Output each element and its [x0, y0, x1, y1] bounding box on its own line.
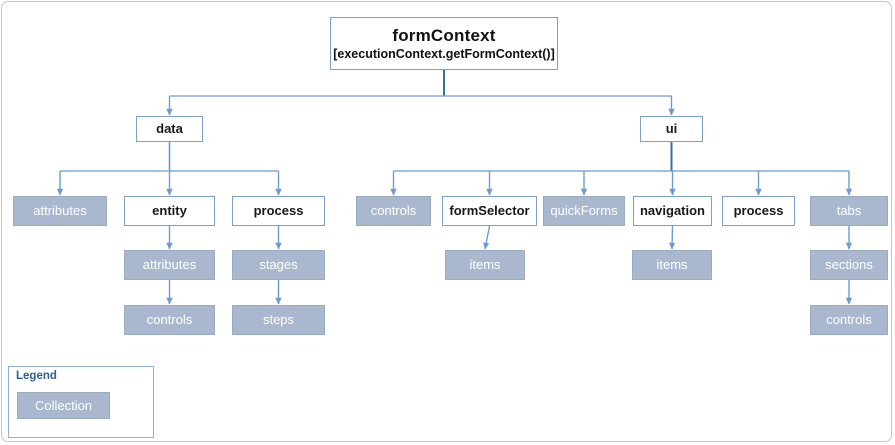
- legend-collection-swatch: Collection: [17, 392, 110, 419]
- connector-segment: [668, 225, 676, 250]
- node-sections-controls: controls: [810, 305, 888, 335]
- node-entity-attributes: attributes: [124, 250, 215, 280]
- connector-segment: [483, 225, 491, 250]
- node-data: data: [136, 116, 203, 142]
- node-formSelector-items: items: [445, 250, 525, 280]
- node-entity-controls: controls: [124, 305, 215, 335]
- node-root-subtitle: [executionContext.getFormContext()]: [333, 47, 555, 62]
- node-ui-tabs: tabs: [810, 196, 888, 226]
- node-ui-formSelector: formSelector: [442, 196, 537, 226]
- node-ui-process: process: [722, 196, 795, 226]
- node-root-title: formContext: [392, 25, 496, 45]
- node-process-steps: steps: [232, 305, 325, 335]
- node-formContext: formContext [executionContext.getFormCont…: [330, 17, 558, 70]
- node-ui-navigation: navigation: [633, 196, 712, 226]
- legend-title: Legend: [16, 370, 57, 382]
- node-navigation-items: items: [632, 250, 712, 280]
- node-process-stages: stages: [232, 250, 325, 280]
- node-ui-controls: controls: [356, 196, 431, 226]
- node-ui: ui: [640, 116, 703, 142]
- node-data-process: process: [232, 196, 325, 226]
- node-data-entity: entity: [124, 196, 215, 226]
- node-ui-quickForms: quickForms: [543, 196, 625, 226]
- node-data-attributes: attributes: [13, 196, 107, 226]
- node-tabs-sections: sections: [810, 250, 888, 280]
